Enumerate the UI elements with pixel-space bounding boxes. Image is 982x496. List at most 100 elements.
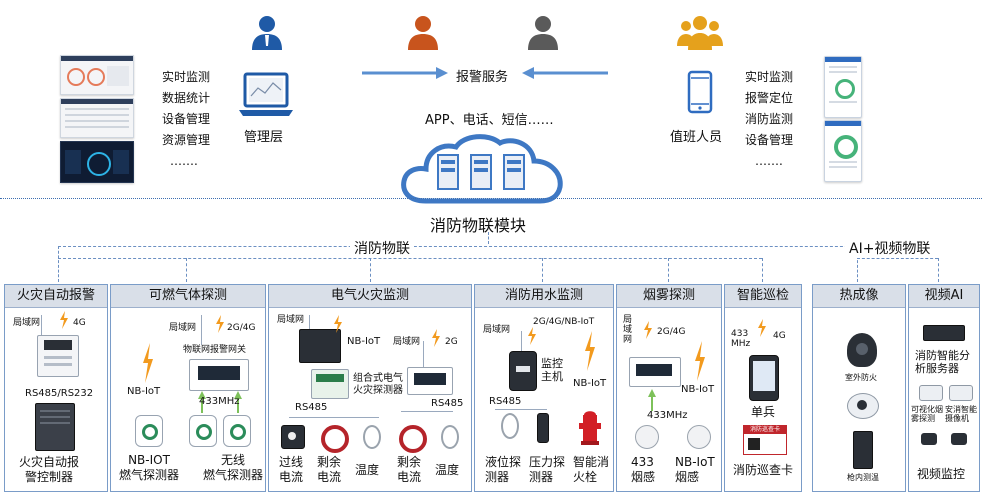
rs-label: RS485 xyxy=(489,396,522,407)
panel-water: 消防用水监测 局域网 2G/4G/NB-IoT 监控 主机 NB-IoT RS4… xyxy=(474,284,614,492)
temperature-sensor xyxy=(363,425,381,449)
wireless-gas-detector xyxy=(223,415,251,447)
server-label: 消防智能分 析服务器 xyxy=(915,349,970,375)
lightning-icon xyxy=(644,321,652,339)
alarm-controller-panel xyxy=(37,335,79,377)
left-menu-item: 数据统计 xyxy=(162,91,211,105)
left-menu-item: 实时监测 xyxy=(162,70,211,84)
lightning-icon xyxy=(585,331,595,371)
dashboard-thumbnail-3 xyxy=(60,141,134,183)
rs-label: RS485 xyxy=(295,402,328,413)
connector xyxy=(521,331,522,351)
nbiot-label: NB-IoT xyxy=(681,384,715,395)
nbiot-gas-detector xyxy=(135,415,163,447)
connector xyxy=(423,341,424,367)
manager-person-icon xyxy=(252,16,282,50)
device-label: 433 烟感 xyxy=(631,455,656,484)
patrol-handset xyxy=(749,355,779,401)
mhz-label: 433 MHz xyxy=(731,329,751,349)
green-arrow-icon xyxy=(198,391,206,413)
tree-line xyxy=(857,258,938,259)
device-label: 温度 xyxy=(355,463,380,477)
panel-title: 烟雾探测 xyxy=(617,285,721,308)
lightning-icon xyxy=(758,319,766,337)
smartphone-icon xyxy=(687,70,713,114)
arrow-left-icon xyxy=(522,67,608,79)
dashboard-thumbnail-1 xyxy=(60,55,134,95)
network-label: 4G xyxy=(73,318,86,328)
module-label: 消防物联模块 xyxy=(430,216,527,235)
duty-label: 值班人员 xyxy=(670,130,723,145)
group-label-fire-iot: 消防物联 xyxy=(350,238,414,258)
tree-line xyxy=(762,258,763,282)
patrol-card: 消防巡查卡 xyxy=(743,425,787,455)
laptop-icon xyxy=(239,72,293,116)
network-label: 2G/4G/NB-IoT xyxy=(533,317,595,327)
green-arrow-icon xyxy=(234,391,242,413)
top-separator xyxy=(0,198,982,199)
lightning-icon xyxy=(695,341,705,381)
rs-label: RS485/RS232 xyxy=(25,388,94,399)
temperature-sensor xyxy=(441,425,459,449)
panel-thermal: 热成像 室外防火 枪内测温 xyxy=(812,284,906,492)
lan-label: 局域网 xyxy=(169,323,197,333)
device-label: 压力探 测器 xyxy=(529,455,566,484)
dashboard-thumbnail-2 xyxy=(60,98,134,138)
lightning-icon xyxy=(528,327,536,345)
device-label: 剩余 电流 xyxy=(397,455,422,484)
right-menu-item: 消防监测 xyxy=(745,112,794,126)
camera-cluster xyxy=(951,433,967,445)
analysis-server xyxy=(923,325,965,341)
panel-title: 可燃气体探测 xyxy=(111,285,265,308)
orange-person-icon xyxy=(408,16,438,50)
device-label: 温度 xyxy=(435,463,460,477)
device-label: 过线 电流 xyxy=(279,455,304,484)
lightning-icon xyxy=(334,315,342,333)
connector xyxy=(201,315,202,345)
controller-cabinet xyxy=(35,403,75,451)
pressure-sensor xyxy=(537,413,549,443)
panel-title: 视频AI xyxy=(909,285,979,308)
alarm-service-label: 报警服务 xyxy=(456,70,509,85)
nbiot-label: NB-IoT xyxy=(573,378,607,389)
device-label: 剩余 电流 xyxy=(317,455,342,484)
level-sensor xyxy=(501,413,519,439)
electrical-detector-box xyxy=(299,329,341,363)
panel-title: 消防用水监测 xyxy=(475,285,613,308)
right-menu-item: 设备管理 xyxy=(745,133,794,147)
ptz-camera xyxy=(847,333,877,367)
panel-smoke: 烟雾探测 局 域 网 2G/4G NB-IoT 433MHz 433 烟感 NB… xyxy=(616,284,722,492)
alarm-channels-label: APP、电话、短信…… xyxy=(425,113,554,128)
camera-label: 可视化烟 雾探测 xyxy=(911,405,943,423)
left-menu-item: ……. xyxy=(170,154,198,168)
combo-detector-device xyxy=(311,369,349,399)
lan-label: 局域网 xyxy=(483,325,511,335)
lightning-icon xyxy=(432,329,440,347)
connector xyxy=(289,417,379,418)
group-label-ai-video: AI+视频物联 xyxy=(845,238,935,258)
wireless-gas-detector xyxy=(189,415,217,447)
panel-title: 热成像 xyxy=(813,285,905,308)
tree-line xyxy=(938,258,939,282)
lan-label: 局域网 xyxy=(13,318,41,328)
bullet-camera xyxy=(919,385,943,401)
device-label: 枪内测温 xyxy=(847,473,879,482)
lan-label: 局 域 网 xyxy=(623,315,633,345)
thermal-gun-camera xyxy=(853,431,873,469)
cloud-server-icon xyxy=(401,134,563,204)
device-label: 火灾自动报 警控制器 xyxy=(19,455,80,484)
tree-line xyxy=(488,232,489,244)
panel-title: 智能巡检 xyxy=(725,285,801,308)
device-label: 消防巡查卡 xyxy=(733,463,794,477)
device-label: 单兵 xyxy=(751,405,776,419)
smoke-gateway-device xyxy=(629,357,681,387)
dome-camera xyxy=(847,393,879,419)
device-label: 视频监控 xyxy=(917,467,966,481)
bullet-camera xyxy=(949,385,973,401)
residual-current-sensor xyxy=(321,425,349,453)
network-label: 2G/4G xyxy=(227,323,256,333)
device-label: 液位探 测器 xyxy=(485,455,522,484)
network-label: 2G/4G xyxy=(657,327,686,337)
lightning-icon xyxy=(60,311,68,329)
mhz-label: 433MHz xyxy=(199,396,240,407)
